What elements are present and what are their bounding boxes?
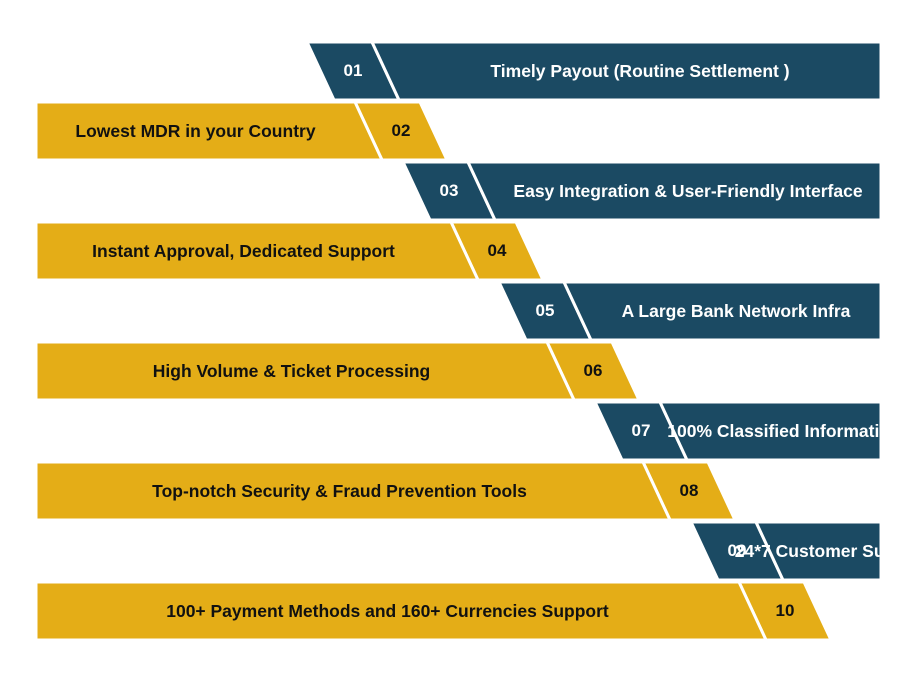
number-label-3: 03 [439, 181, 459, 200]
number-label-10: 10 [775, 601, 795, 620]
text-band-3 [465, 160, 883, 222]
text-label-6: High Volume & Ticket Processing [152, 360, 431, 381]
text-band-10 [34, 580, 769, 642]
text-label-9: 24*7 Customer Support [735, 540, 907, 561]
number-label-5: 05 [535, 301, 555, 320]
number-label-7: 07 [631, 421, 651, 440]
number-label-6: 06 [583, 361, 603, 380]
text-band-7 [657, 400, 883, 462]
number-label-9: 09 [727, 541, 747, 560]
text-band-5 [561, 280, 883, 342]
text-label-5: A Large Bank Network Infra [621, 300, 851, 321]
text-label-2: Lowest MDR in your Country [75, 120, 316, 141]
text-label-1: Timely Payout (Routine Settlement ) [490, 60, 790, 81]
text-band-2 [34, 100, 385, 162]
text-label-8: Top-notch Security & Fraud Prevention To… [152, 480, 527, 501]
text-label-4: Instant Approval, Dedicated Support [92, 240, 395, 261]
text-band-8 [34, 460, 673, 522]
number-label-1: 01 [343, 61, 363, 80]
number-label-4: 04 [487, 241, 507, 260]
text-band-4 [34, 220, 481, 282]
text-label-10: 100+ Payment Methods and 160+ Currencies… [166, 600, 609, 621]
text-band-1 [369, 40, 883, 102]
text-label-7: 100% Classified Information [667, 420, 901, 441]
number-label-8: 08 [679, 481, 699, 500]
text-band-9 [753, 520, 883, 582]
text-band-6 [34, 340, 577, 402]
text-label-3: Easy Integration & User-Friendly Interfa… [513, 180, 863, 201]
number-label-2: 02 [391, 121, 411, 140]
